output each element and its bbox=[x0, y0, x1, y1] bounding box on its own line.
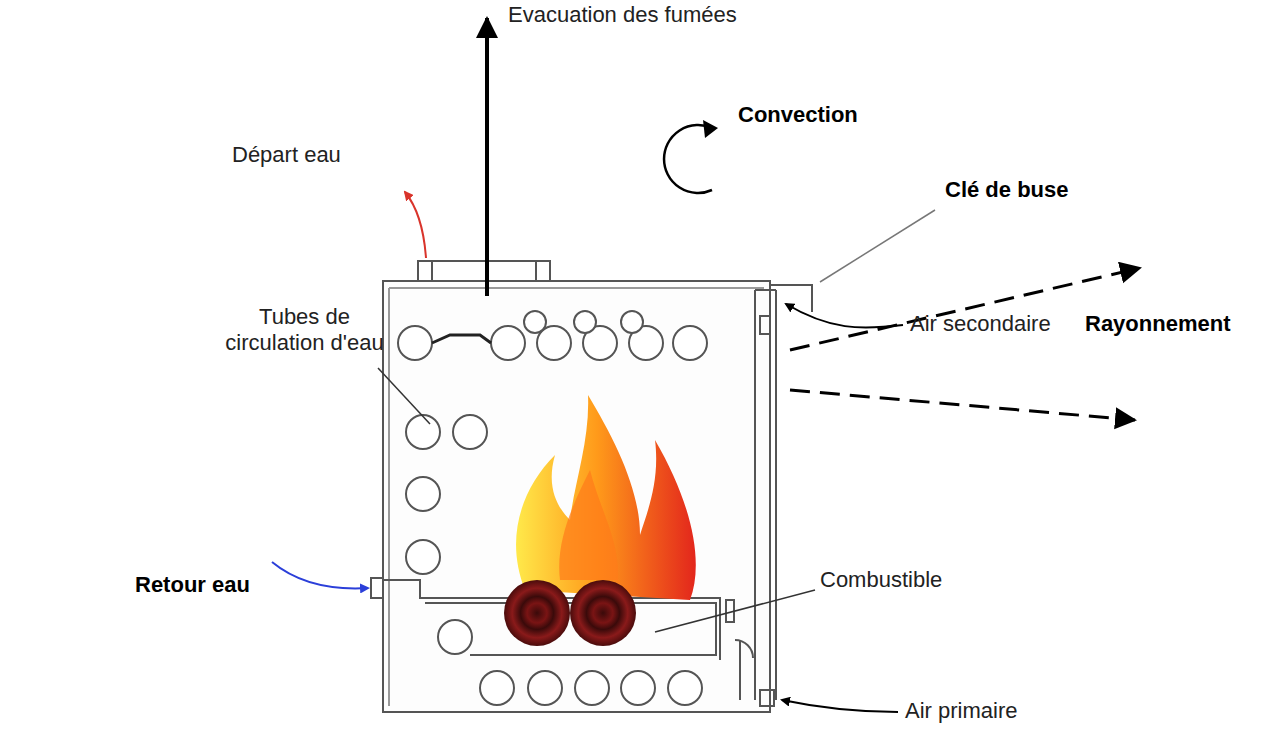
exhaust-label: Evacuation des fumées bbox=[508, 2, 737, 28]
return-label: Retour eau bbox=[135, 572, 250, 598]
tubes-label: Tubes de circulation d'eau bbox=[212, 304, 397, 356]
air-label: Air secondaire bbox=[910, 311, 1051, 337]
flow-label: Départ eau bbox=[232, 142, 341, 168]
damper-label: Clé de buse bbox=[945, 177, 1068, 203]
air-label: Air primaire bbox=[905, 698, 1017, 724]
convection-label: Convection bbox=[738, 102, 858, 128]
radiation-label: Rayonnement bbox=[1085, 311, 1230, 337]
fuel-label: Combustible bbox=[820, 567, 942, 593]
